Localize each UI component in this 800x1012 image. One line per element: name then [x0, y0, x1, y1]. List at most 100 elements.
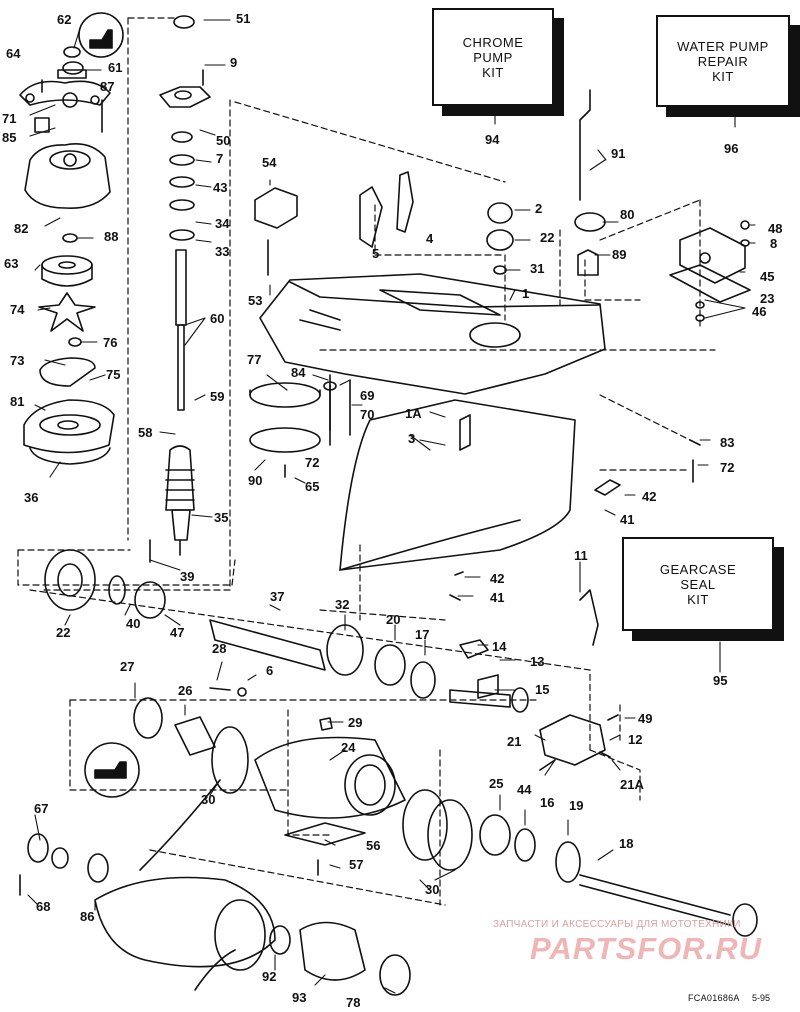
gearcase-seal-kit-line-1: GEARCASE: [659, 561, 737, 577]
callout-21A: 21A: [620, 777, 644, 792]
callout-65: 65: [305, 479, 320, 494]
callout-48: 48: [768, 221, 783, 236]
callout-45: 45: [760, 269, 775, 284]
callout-34: 34: [215, 216, 230, 231]
callout-84: 84: [291, 365, 306, 380]
callout-1A: 1A: [405, 406, 422, 421]
callout-78: 78: [346, 995, 361, 1010]
callout-5: 5: [372, 246, 380, 261]
callout-15: 15: [535, 682, 550, 697]
callout-83: 83: [720, 435, 735, 450]
callout-41-upper: 41: [620, 512, 635, 527]
water-pump-kit-line-2: REPAIR: [697, 53, 749, 69]
callout-96: 96: [724, 141, 739, 156]
callout-26: 26: [178, 683, 193, 698]
callout-23: 23: [760, 291, 775, 306]
callout-87: 87: [100, 79, 115, 94]
callout-70: 70: [360, 407, 375, 422]
callout-75: 75: [106, 367, 121, 382]
gearcase-housing: [259, 273, 606, 571]
chrome-pump-kit-line-2: PUMP: [473, 49, 513, 65]
callout-7: 7: [216, 151, 224, 166]
callout-37: 37: [270, 589, 285, 604]
callout-8: 8: [770, 236, 778, 251]
callout-1: 1: [522, 286, 530, 301]
watermark-tagline: ЗАПЧАСТИ И АКСЕССУАРЫ ДЛЯ МОТОТЕХНИКИ: [493, 919, 741, 930]
chrome-pump-kit-box: CHROME PUMP KIT: [432, 8, 554, 106]
callout-74: 74: [10, 302, 25, 317]
callout-86: 86: [80, 909, 95, 924]
callout-76: 76: [103, 335, 118, 350]
callout-53: 53: [248, 293, 263, 308]
callout-73: 73: [10, 353, 25, 368]
callout-2: 2: [535, 201, 543, 216]
callout-50: 50: [216, 133, 231, 148]
callout-51: 51: [236, 11, 251, 26]
callout-47: 47: [170, 625, 185, 640]
callout-20: 20: [386, 612, 401, 627]
callout-42-upper: 42: [642, 489, 657, 504]
gear-assembly: [44, 549, 758, 937]
callout-58: 58: [138, 425, 153, 440]
callout-46: 46: [752, 304, 767, 319]
lubricant-icon-top: [78, 12, 124, 58]
callout-3: 3: [408, 431, 416, 446]
callout-22-top: 22: [540, 230, 555, 245]
callout-63: 63: [4, 256, 19, 271]
callout-28: 28: [212, 641, 227, 656]
water-pump-kit-line-1: WATER PUMP: [677, 38, 769, 54]
callout-33: 33: [215, 244, 230, 259]
callout-91: 91: [611, 146, 626, 161]
lubricant-icon-bottom: [84, 742, 140, 798]
water-pump-repair-kit-box: WATER PUMP REPAIR KIT: [656, 15, 790, 107]
gearcase-seal-kit-line-3: KIT: [687, 591, 709, 607]
callout-39: 39: [180, 569, 195, 584]
callout-60: 60: [210, 311, 225, 326]
callout-80: 80: [620, 207, 635, 222]
callout-30-lower: 30: [425, 882, 440, 897]
callout-40: 40: [126, 616, 141, 631]
gearcase-seal-kit-box: GEARCASE SEAL KIT: [622, 537, 774, 631]
upper-center-parts: [254, 89, 606, 276]
callout-90: 90: [248, 473, 263, 488]
chrome-pump-kit-line-1: CHROME: [462, 34, 524, 50]
callout-12: 12: [628, 732, 643, 747]
callout-44: 44: [517, 782, 532, 797]
right-water-pump-parts: [669, 220, 751, 322]
callout-4: 4: [426, 231, 434, 246]
callout-43: 43: [213, 180, 228, 195]
water-pump-kit-line-3: KIT: [712, 68, 734, 84]
callout-54: 54: [262, 155, 277, 170]
callout-27: 27: [120, 659, 135, 674]
callout-59: 59: [210, 389, 225, 404]
callout-85: 85: [2, 130, 17, 145]
callout-29: 29: [348, 715, 363, 730]
callout-19: 19: [569, 798, 584, 813]
callout-24: 24: [341, 740, 356, 755]
callout-13: 13: [530, 654, 545, 669]
callout-14: 14: [492, 639, 507, 654]
callout-72-left: 72: [305, 455, 320, 470]
callout-32: 32: [335, 597, 350, 612]
callout-56: 56: [366, 838, 381, 853]
callout-82: 82: [14, 221, 29, 236]
callout-21: 21: [507, 734, 522, 749]
callout-62: 62: [57, 12, 72, 27]
callout-95: 95: [713, 673, 728, 688]
callout-72-right: 72: [720, 460, 735, 475]
callout-49: 49: [638, 711, 653, 726]
callout-81: 81: [10, 394, 25, 409]
driveshaft-group: [149, 15, 211, 563]
callout-57: 57: [349, 857, 364, 872]
figure-date: 5-95: [752, 993, 771, 1003]
dashed-guide-lines: [17, 17, 716, 906]
callout-69: 69: [360, 388, 375, 403]
callout-11: 11: [574, 548, 588, 563]
callout-67: 67: [34, 801, 49, 816]
callout-35: 35: [214, 510, 229, 525]
callout-17: 17: [415, 627, 430, 642]
callout-68: 68: [36, 899, 51, 914]
callout-71: 71: [2, 111, 17, 126]
